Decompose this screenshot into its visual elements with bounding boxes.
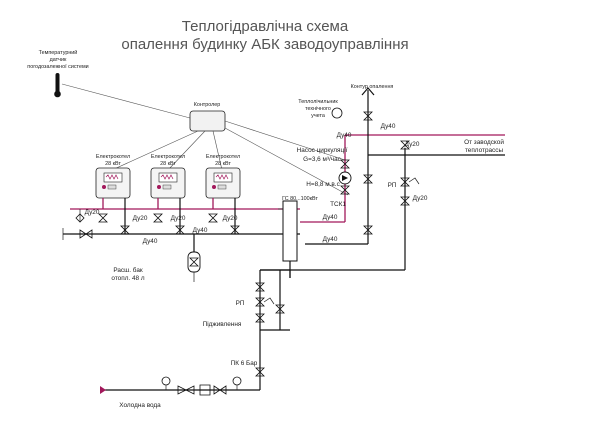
du40-meter-label: Ду40 — [337, 132, 352, 139]
meter-label-2: технічного — [305, 106, 331, 112]
du40-gs2-label: Ду40 — [323, 236, 338, 243]
tank-label-2: отопл. 48 л — [111, 275, 144, 282]
boiler-1-power: 28 кВт — [105, 161, 121, 167]
boiler-3-name: Електрокотел — [206, 154, 240, 160]
sensor-label-1: Температурний — [39, 49, 78, 56]
du20-right2-label: Ду20 — [413, 195, 428, 202]
boiler-1-name: Електрокотел — [96, 154, 130, 160]
heat-meter: Теплолічильник технічного учета — [298, 99, 343, 119]
du20-b1-label: Ду20 — [133, 215, 148, 222]
boiler-1: Електрокотел 28 кВт — [95, 154, 131, 199]
du20-left-label: Ду20 — [85, 209, 100, 216]
du40-low-label: Ду40 — [143, 238, 158, 245]
du40-top-label: Ду40 — [381, 123, 396, 130]
boiler-3: Електрокотел 28 кВт — [205, 154, 241, 199]
thermometer-icon — [55, 73, 60, 93]
boiler-2: Електрокотел 28 кВт — [150, 154, 186, 199]
meter-label-1: Теплолічильник — [298, 99, 338, 105]
meter-label-3: учета — [311, 113, 325, 119]
du40-gs1-label: Ду40 — [323, 214, 338, 221]
pump-label-1: Насос циркуляції — [297, 146, 348, 154]
du20-b3-label: Ду20 — [223, 215, 238, 222]
gs-label: ГС 80...100кВт — [282, 196, 318, 202]
du40-mid-label: Ду40 — [193, 227, 208, 234]
controller-label: Контролер — [194, 102, 221, 108]
makeup-label: Підживлення — [203, 320, 242, 328]
title-line-1: Теплогідравлічна схема — [182, 18, 349, 35]
sensor-label-3: погодозалежної системи — [27, 64, 88, 70]
hydraulic-separator: ГС 80...100кВт — [282, 196, 318, 262]
from-plant-label-1: От заводской — [464, 138, 504, 146]
boiler-3-power: 28 кВт — [215, 161, 231, 167]
heating-circuit-label: Контур опалення — [351, 84, 394, 90]
pk-label: ПК 6 Бар — [231, 360, 258, 367]
boiler-2-power: 28 кВт — [160, 161, 176, 167]
tank-label-1: Расш. бак — [113, 266, 143, 274]
from-plant-label-2: теплотрассы — [465, 147, 504, 154]
sensor-label-2: датчик — [50, 57, 67, 63]
du20-right-label: Ду20 — [405, 141, 420, 148]
circulation-pump — [338, 171, 352, 185]
rp-low-label: РП — [236, 300, 245, 307]
cold-water-inlet — [100, 376, 242, 396]
pump-label-2: G=3,6 м³/час — [303, 156, 342, 163]
head-label: Н=8,8 м.в.с — [306, 181, 340, 188]
thermometer-bulb-icon — [54, 90, 61, 98]
tsk-label: ТСК1 — [330, 201, 346, 208]
temperature-sensor: Температурний датчик погодозалежної сист… — [27, 49, 89, 98]
controller: Контролер — [189, 102, 226, 132]
rp-right-label: РП — [388, 182, 397, 189]
cold-water-label: Холодна вода — [119, 402, 161, 409]
title-line-2: опалення будинку АБК заводоуправління — [121, 36, 408, 53]
boiler-2-name: Електрокотел — [151, 154, 185, 160]
du20-b2-label: Ду20 — [171, 215, 186, 222]
